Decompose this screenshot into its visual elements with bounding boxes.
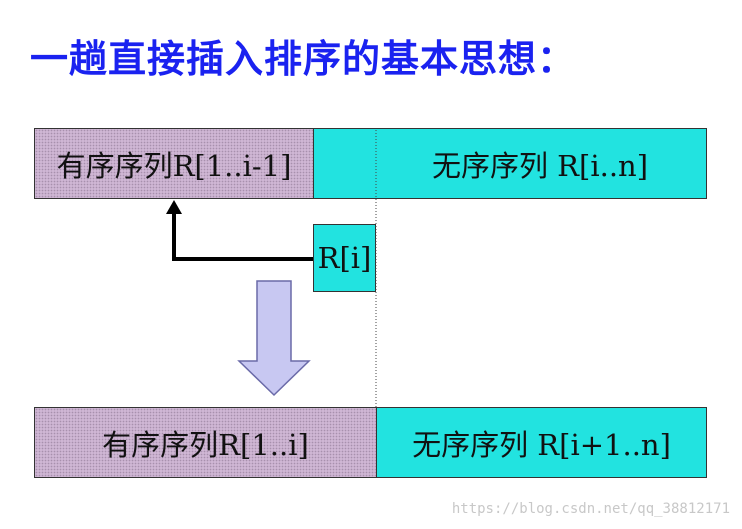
top-sorted-segment: 有序序列R[1..i-1]: [35, 129, 314, 198]
top-sequence-bar: 有序序列R[1..i-1] 无序序列 R[i..n]: [34, 128, 707, 199]
insert-connector-line: [172, 212, 313, 261]
top-sorted-label: 有序序列R[1..i-1]: [56, 148, 292, 183]
bottom-unsorted-segment: 无序序列 R[i+1..n]: [377, 408, 706, 477]
transition-down-arrow-icon: [237, 280, 311, 397]
bottom-unsorted-label: 无序序列 R[i+1..n]: [412, 427, 671, 462]
page-title: 一趟直接插入排序的基本思想：: [30, 37, 577, 81]
top-unsorted-segment: 无序序列 R[i..n]: [314, 129, 706, 198]
current-element-box: R[i]: [313, 224, 376, 292]
bottom-sorted-segment: 有序序列R[1..i]: [35, 408, 377, 477]
current-element-label: R[i]: [317, 241, 372, 275]
watermark-url: https://blog.csdn.net/qq_38812171: [451, 501, 730, 517]
top-unsorted-label: 无序序列 R[i..n]: [431, 148, 649, 183]
insert-arrowhead-icon: [166, 200, 182, 214]
bottom-sorted-label: 有序序列R[1..i]: [102, 427, 309, 462]
bottom-sequence-bar: 有序序列R[1..i] 无序序列 R[i+1..n]: [34, 407, 707, 478]
